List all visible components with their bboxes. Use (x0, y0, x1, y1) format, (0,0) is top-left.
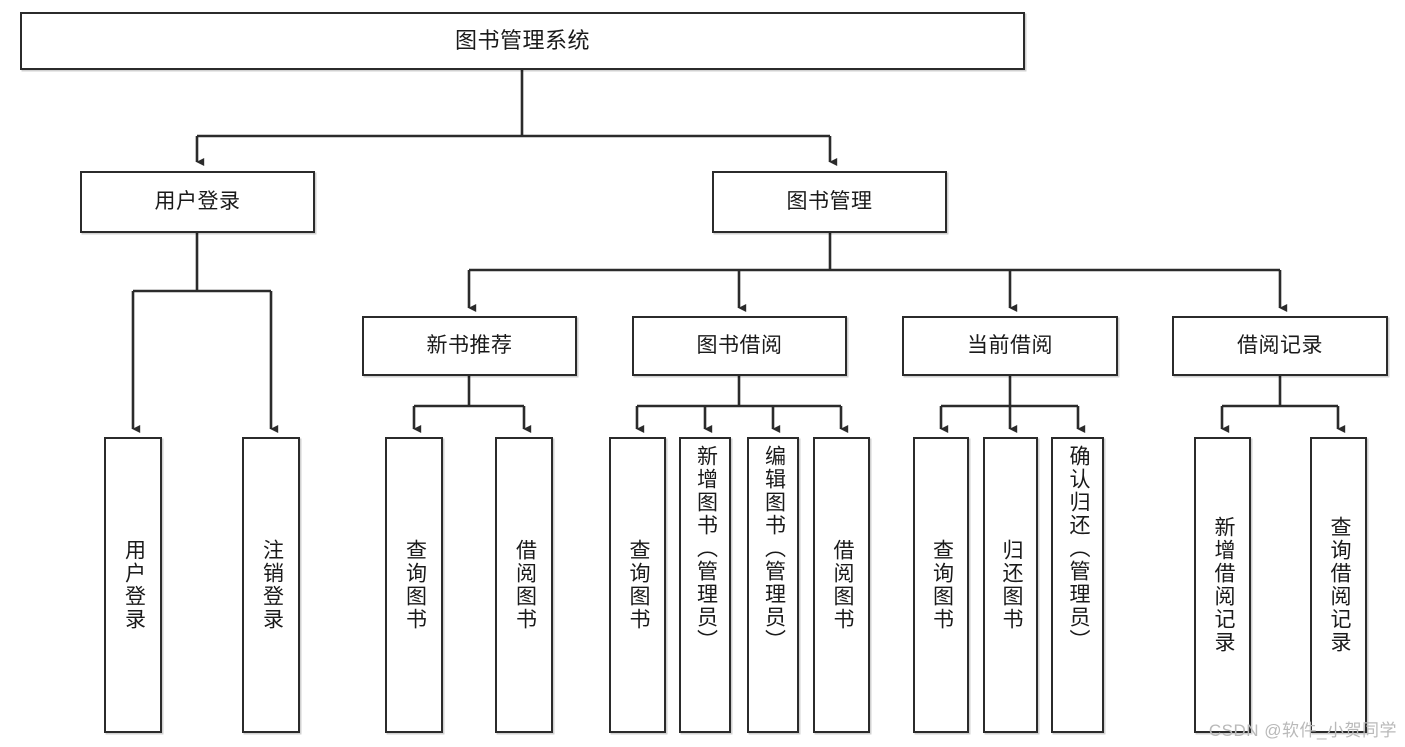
node-leaf-return-book-label: 归还图书 (999, 539, 1023, 631)
node-leaf-confirm-return-label: 确认归还（管理员） (1066, 445, 1090, 652)
node-root[interactable]: 图书管理系统 (20, 12, 1025, 70)
node-leaf-return-book[interactable]: 归还图书 (983, 437, 1038, 733)
node-leaf-query-book-1-label: 查询图书 (403, 539, 427, 631)
node-leaf-borrow-book-1[interactable]: 借阅图书 (495, 437, 553, 733)
node-leaf-add-book-label: 新增图书（管理员） (694, 445, 718, 652)
node-leaf-add-record-label: 新增借阅记录 (1211, 516, 1235, 654)
node-leaf-query-book-1[interactable]: 查询图书 (385, 437, 443, 733)
node-leaf-user-login-label: 用户登录 (122, 539, 146, 631)
node-leaf-borrow-book-2-label: 借阅图书 (830, 539, 854, 631)
node-current-borrow[interactable]: 当前借阅 (902, 316, 1118, 376)
node-leaf-logout[interactable]: 注销登录 (242, 437, 300, 733)
node-borrow-record-label: 借阅记录 (1237, 334, 1323, 358)
node-leaf-query-book-2-label: 查询图书 (626, 539, 650, 631)
node-user-login[interactable]: 用户登录 (80, 171, 315, 233)
node-leaf-user-login[interactable]: 用户登录 (104, 437, 162, 733)
node-book-borrow-label: 图书借阅 (696, 334, 783, 358)
node-new-book-recommend-label: 新书推荐 (426, 334, 513, 358)
node-new-book-recommend[interactable]: 新书推荐 (362, 316, 577, 376)
node-leaf-borrow-book-2[interactable]: 借阅图书 (813, 437, 870, 733)
node-leaf-logout-label: 注销登录 (260, 539, 284, 631)
node-leaf-query-record-label: 查询借阅记录 (1327, 516, 1351, 654)
node-leaf-edit-book[interactable]: 编辑图书（管理员） (747, 437, 799, 733)
node-current-borrow-label: 当前借阅 (967, 334, 1053, 358)
node-book-borrow[interactable]: 图书借阅 (632, 316, 847, 376)
node-borrow-record[interactable]: 借阅记录 (1172, 316, 1388, 376)
node-leaf-query-record[interactable]: 查询借阅记录 (1310, 437, 1367, 733)
node-leaf-borrow-book-1-label: 借阅图书 (513, 539, 537, 631)
node-leaf-add-record[interactable]: 新增借阅记录 (1194, 437, 1251, 733)
node-leaf-edit-book-label: 编辑图书（管理员） (762, 445, 786, 652)
node-leaf-add-book[interactable]: 新增图书（管理员） (679, 437, 731, 733)
node-book-management[interactable]: 图书管理 (712, 171, 947, 233)
node-leaf-query-book-2[interactable]: 查询图书 (609, 437, 666, 733)
node-book-management-label: 图书管理 (786, 190, 873, 214)
node-leaf-query-book-3-label: 查询图书 (930, 539, 954, 631)
node-root-label: 图书管理系统 (454, 27, 590, 53)
node-leaf-query-book-3[interactable]: 查询图书 (913, 437, 969, 733)
node-user-login-label: 用户登录 (154, 190, 241, 214)
node-leaf-confirm-return[interactable]: 确认归还（管理员） (1051, 437, 1104, 733)
